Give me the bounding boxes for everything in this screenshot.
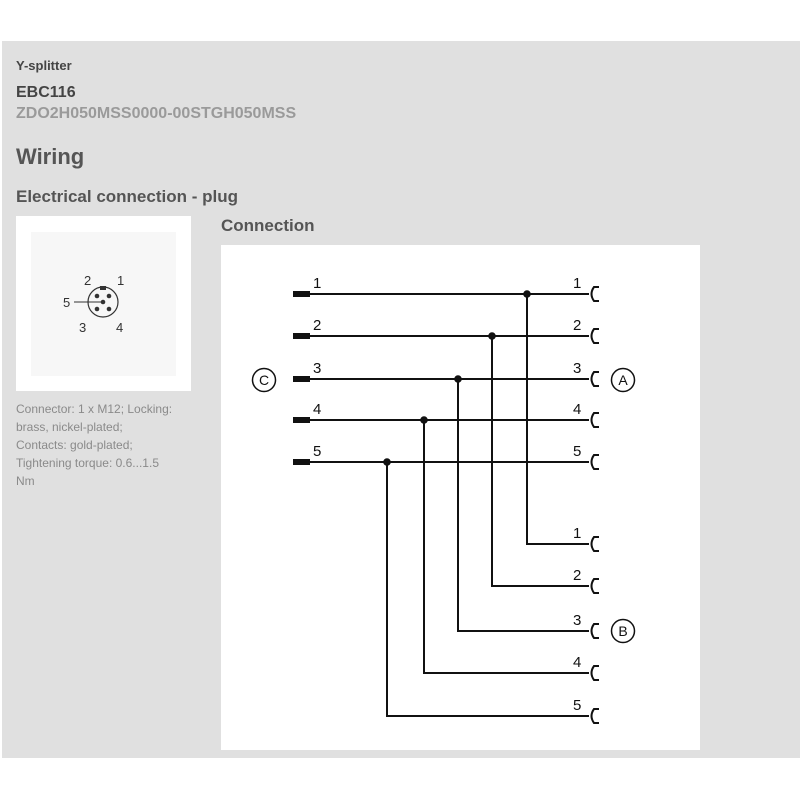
pin-label-4: 4: [116, 320, 123, 335]
output-b-circle: [610, 618, 636, 644]
wire-1-to-b: [526, 294, 589, 545]
junction-dot-5: [383, 458, 391, 466]
article-number: ZDO2H050MSS0000-00STGH050MSS: [16, 105, 297, 122]
socket-a-4: [590, 412, 599, 428]
pin-layout-svg: 2 1 5 3 4: [63, 273, 124, 335]
wire-4-to-b: [423, 420, 589, 674]
input-c-circle: [251, 367, 277, 393]
output-a-circle: [610, 367, 636, 393]
connection-caption: Connection: [221, 216, 315, 235]
junction-dot-3: [454, 375, 462, 383]
wire-number-input-3: 3: [313, 360, 321, 377]
plug-pin-1: [293, 291, 310, 297]
socket-a-2: [590, 328, 599, 344]
wire-number-input-4: 4: [313, 401, 321, 418]
plug-pin-4: [293, 417, 310, 423]
socket-a-5: [590, 454, 599, 470]
product-type: Y-splitter: [16, 58, 72, 73]
plug-pin-2: [293, 333, 310, 339]
wire-number-input-2: 2: [313, 317, 321, 334]
wire-5-to-b: [386, 462, 589, 717]
section-title: Wiring: [16, 144, 85, 169]
pin-2-dot: [94, 293, 100, 299]
connector-note-line: Nm: [16, 474, 35, 488]
socket-b-2: [590, 578, 599, 594]
wiring-svg: C A B 1 1 1 2 2 2 3 3 3 4 4 4 5 5 5: [251, 275, 636, 724]
output-b-label: B: [618, 623, 627, 639]
wire-number-input-5: 5: [313, 443, 321, 460]
junction-dot-2: [488, 332, 496, 340]
connector-notes: Connector: 1 x M12; Locking: brass, nick…: [16, 400, 196, 490]
pin-5-dot: [100, 299, 106, 305]
connector-pin-diagram: 2 1 5 3 4: [16, 216, 191, 391]
socket-b-3: [590, 623, 599, 639]
wire-number-a-3: 3: [573, 360, 581, 377]
wire-number-a-4: 4: [573, 401, 581, 418]
wire-number-b-4: 4: [573, 654, 581, 671]
socket-a-3: [590, 371, 599, 387]
pin-label-5: 5: [63, 295, 70, 310]
connector-note-line: Contacts: gold-plated;: [16, 438, 133, 452]
socket-b-1: [590, 536, 599, 552]
connection-diagram: C A B 1 1 1 2 2 2 3 3 3 4 4 4 5 5 5: [221, 245, 700, 750]
socket-b-4: [590, 665, 599, 681]
socket-a-1: [590, 286, 599, 302]
product-code: EBC116: [16, 84, 76, 101]
wire-number-input-1: 1: [313, 275, 321, 292]
pin-3-dot: [94, 306, 100, 312]
wire-number-a-1: 1: [573, 275, 581, 292]
wire-number-b-3: 3: [573, 612, 581, 629]
connector-key-notch: [100, 286, 106, 290]
wire-number-b-5: 5: [573, 697, 581, 714]
wire-number-b-2: 2: [573, 567, 581, 584]
wire-3-to-b: [457, 379, 589, 632]
subsection-title: Electrical connection - plug: [16, 187, 238, 206]
pin-label-2: 2: [84, 273, 91, 288]
connector-note-line: Tightening torque: 0.6...1.5: [16, 456, 159, 470]
pin-4-dot: [106, 306, 112, 312]
junction-dot-4: [420, 416, 428, 424]
connector-note-line: Connector: 1 x M12; Locking:: [16, 402, 173, 416]
plug-pin-5: [293, 459, 310, 465]
pin-1-dot: [106, 293, 112, 299]
pin-label-3: 3: [79, 320, 86, 335]
connector-note-line: brass, nickel-plated;: [16, 420, 123, 434]
input-c-label: C: [259, 372, 269, 388]
wire-number-a-2: 2: [573, 317, 581, 334]
socket-b-5: [590, 708, 599, 724]
wire-number-b-1: 1: [573, 525, 581, 542]
output-a-label: A: [618, 372, 628, 388]
plug-pin-3: [293, 376, 310, 382]
junction-dot-1: [523, 290, 531, 298]
pin-label-1: 1: [117, 273, 124, 288]
wire-number-a-5: 5: [573, 443, 581, 460]
